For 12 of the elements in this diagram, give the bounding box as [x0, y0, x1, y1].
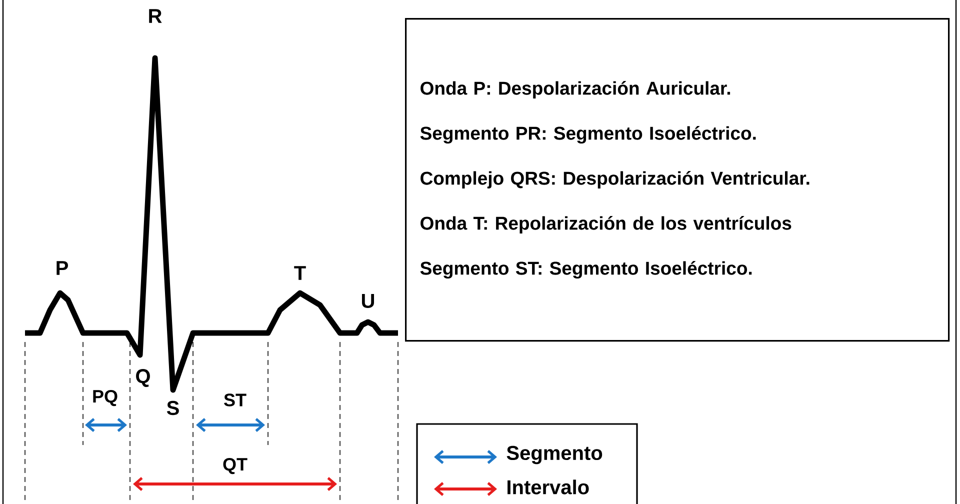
wave-label: PQ — [93, 390, 118, 406]
definition-box: Onda P: Despolarización Auricular. Segmento PR: Segmento Isoeléctrico. Complejo QRS: Despolarización Ventricular. Onda T: Repolarización de los ventrículos Segmento ST: Segmento Isoeléctrico. — [405, 18, 950, 342]
wave-label: P — [56, 261, 68, 275]
wave-label: T — [294, 266, 306, 280]
wave-label: R — [149, 9, 162, 23]
wave-label: Q — [136, 369, 150, 387]
wave-label: QT — [223, 458, 248, 474]
wave-label: S — [166, 400, 179, 416]
wave-label: U — [362, 294, 374, 308]
legend-label: Intervalo — [508, 480, 589, 494]
wave-label: ST — [224, 394, 246, 406]
legend-label: Segmento — [506, 446, 602, 464]
